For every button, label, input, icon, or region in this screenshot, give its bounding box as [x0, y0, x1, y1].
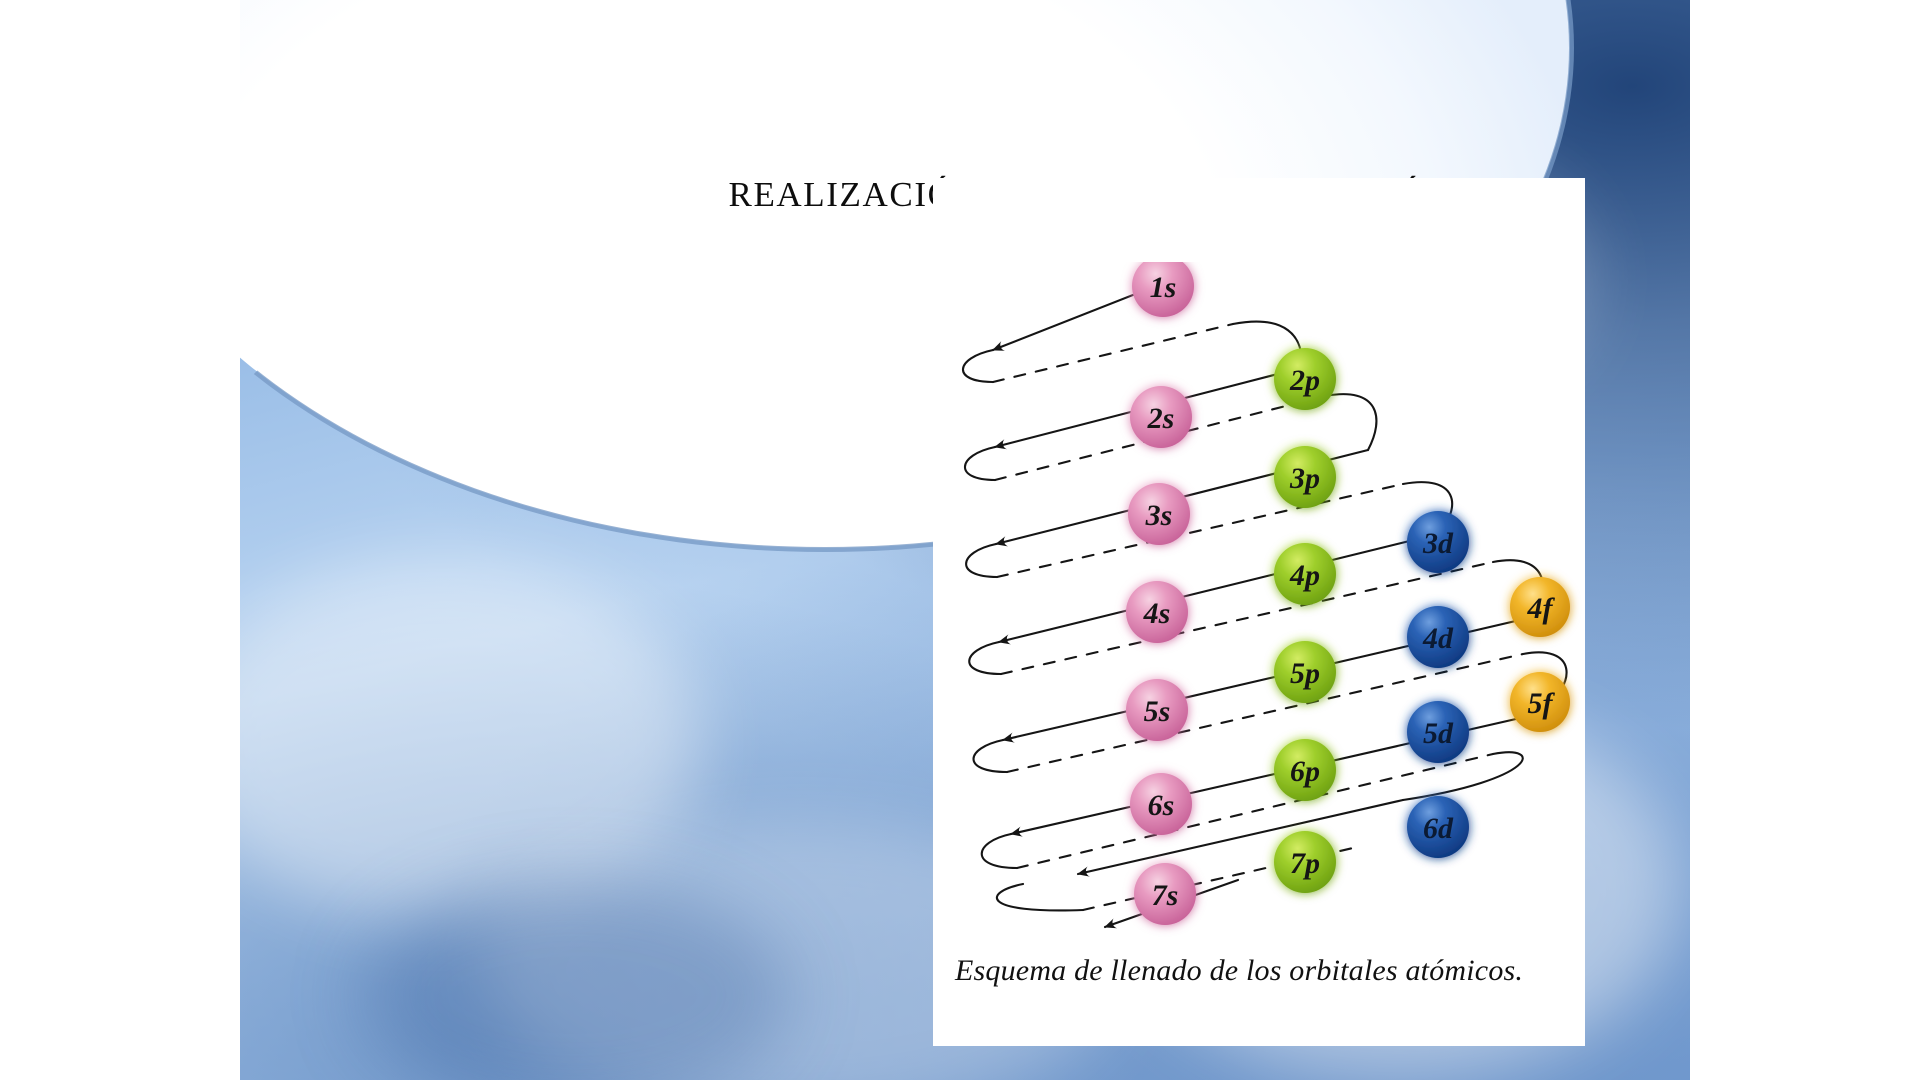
presentation-slide: REALIZACIÓN DE UNA CONFIGURACIÓN ELECTRÓ… — [240, 0, 1690, 1080]
orbital-sphere-d — [1407, 606, 1469, 668]
u-turn-connector — [1401, 751, 1524, 802]
orbital-label-2p: 2p — [1289, 364, 1320, 397]
orbital-node-4s: 4s — [1126, 581, 1188, 643]
dashed-return-path — [995, 482, 1405, 579]
orbital-sphere-s — [1130, 386, 1192, 448]
orbital-sphere-s — [1130, 773, 1192, 835]
dashed-return-path — [1015, 752, 1495, 870]
orbital-label-5p: 5p — [1290, 657, 1320, 690]
content-card: 1s 2s 2p — [933, 178, 1585, 1046]
orbital-sphere-p — [1274, 446, 1336, 508]
orbital-label-5d: 5d — [1423, 717, 1454, 750]
u-turn-connector — [968, 640, 1003, 676]
orbital-label-1s: 1s — [1150, 271, 1177, 304]
background-wisp — [360, 880, 790, 1080]
orbital-node-4d: 4d — [1407, 606, 1469, 668]
orbital-sphere-p — [1274, 641, 1336, 703]
orbital-node-4f: 4f — [1510, 577, 1570, 637]
orbital-label-3d: 3d — [1422, 527, 1454, 560]
orbital-sphere-p — [1274, 543, 1336, 605]
orbital-label-6d: 6d — [1423, 812, 1454, 845]
orbital-node-3s: 3s — [1128, 483, 1190, 545]
dashed-return-path — [1005, 652, 1525, 774]
orbital-node-3p: 3p — [1274, 446, 1336, 508]
u-turn-connector — [995, 882, 1085, 912]
orbital-label-4f: 4f — [1527, 592, 1556, 625]
orbital-label-3s: 3s — [1145, 499, 1173, 532]
dashed-return-path — [999, 560, 1495, 676]
orbital-node-7p: 7p — [1274, 831, 1336, 893]
orbital-node-2s: 2s — [1130, 386, 1192, 448]
orbital-label-4s: 4s — [1143, 597, 1171, 630]
u-turn-connector — [964, 445, 997, 482]
orbital-sphere-p — [1274, 348, 1336, 410]
orbital-node-6p: 6p — [1274, 739, 1336, 801]
diagram-caption: Esquema de llenado de los orbitales atóm… — [955, 954, 1524, 987]
orbital-sphere-s — [1132, 262, 1194, 317]
orbital-node-6s: 6s — [1130, 773, 1192, 835]
aufbau-diagram: 1s 2s 2p — [933, 262, 1585, 952]
orbital-label-3p: 3p — [1289, 462, 1320, 495]
u-turn-connector — [965, 542, 999, 579]
orbital-label-2s: 2s — [1147, 402, 1175, 435]
orbital-sphere-s — [1126, 581, 1188, 643]
orbital-node-5f: 5f — [1510, 672, 1570, 732]
orbital-node-6d: 6d — [1407, 796, 1469, 858]
orbital-node-7s: 7s — [1134, 863, 1196, 925]
u-turn-connector — [1323, 393, 1378, 452]
orbital-node-3d: 3d — [1407, 511, 1469, 573]
orbital-sphere-d — [1407, 701, 1469, 763]
diagonal-arrow — [997, 532, 1440, 645]
orbital-label-4d: 4d — [1422, 622, 1454, 655]
orbital-label-6s: 6s — [1148, 789, 1175, 822]
orbital-label-7s: 7s — [1152, 879, 1179, 912]
orbital-node-1s: 1s — [1132, 262, 1194, 317]
orbital-sphere-s — [1134, 863, 1196, 925]
orbital-node-2p: 2p — [1274, 348, 1336, 410]
orbital-node-5s: 5s — [1126, 679, 1188, 741]
orbital-label-4p: 4p — [1289, 559, 1320, 592]
orbital-node-5p: 5p — [1274, 641, 1336, 703]
dashed-return-path — [991, 322, 1235, 384]
orbital-label-5f: 5f — [1528, 687, 1556, 720]
u-turn-connector — [980, 832, 1019, 870]
diagonal-arrow — [1076, 798, 1405, 877]
orbital-node-4p: 4p — [1274, 543, 1336, 605]
orbital-sphere-p — [1274, 831, 1336, 893]
orbital-sphere-d — [1407, 511, 1469, 573]
u-turn-connector — [972, 738, 1009, 774]
orbital-sphere-d — [1407, 796, 1469, 858]
orbital-sphere-p — [1274, 739, 1336, 801]
orbital-node-5d: 5d — [1407, 701, 1469, 763]
orbital-label-7p: 7p — [1290, 847, 1320, 880]
orbital-sphere-s — [1126, 679, 1188, 741]
orbital-sphere-s — [1128, 483, 1190, 545]
orbital-label-5s: 5s — [1144, 695, 1171, 728]
orbital-sphere-f — [1510, 577, 1570, 637]
u-turn-connector — [962, 348, 995, 384]
background-wisp — [240, 560, 700, 920]
orbital-sphere-f — [1510, 672, 1570, 732]
orbital-label-6p: 6p — [1290, 755, 1320, 788]
